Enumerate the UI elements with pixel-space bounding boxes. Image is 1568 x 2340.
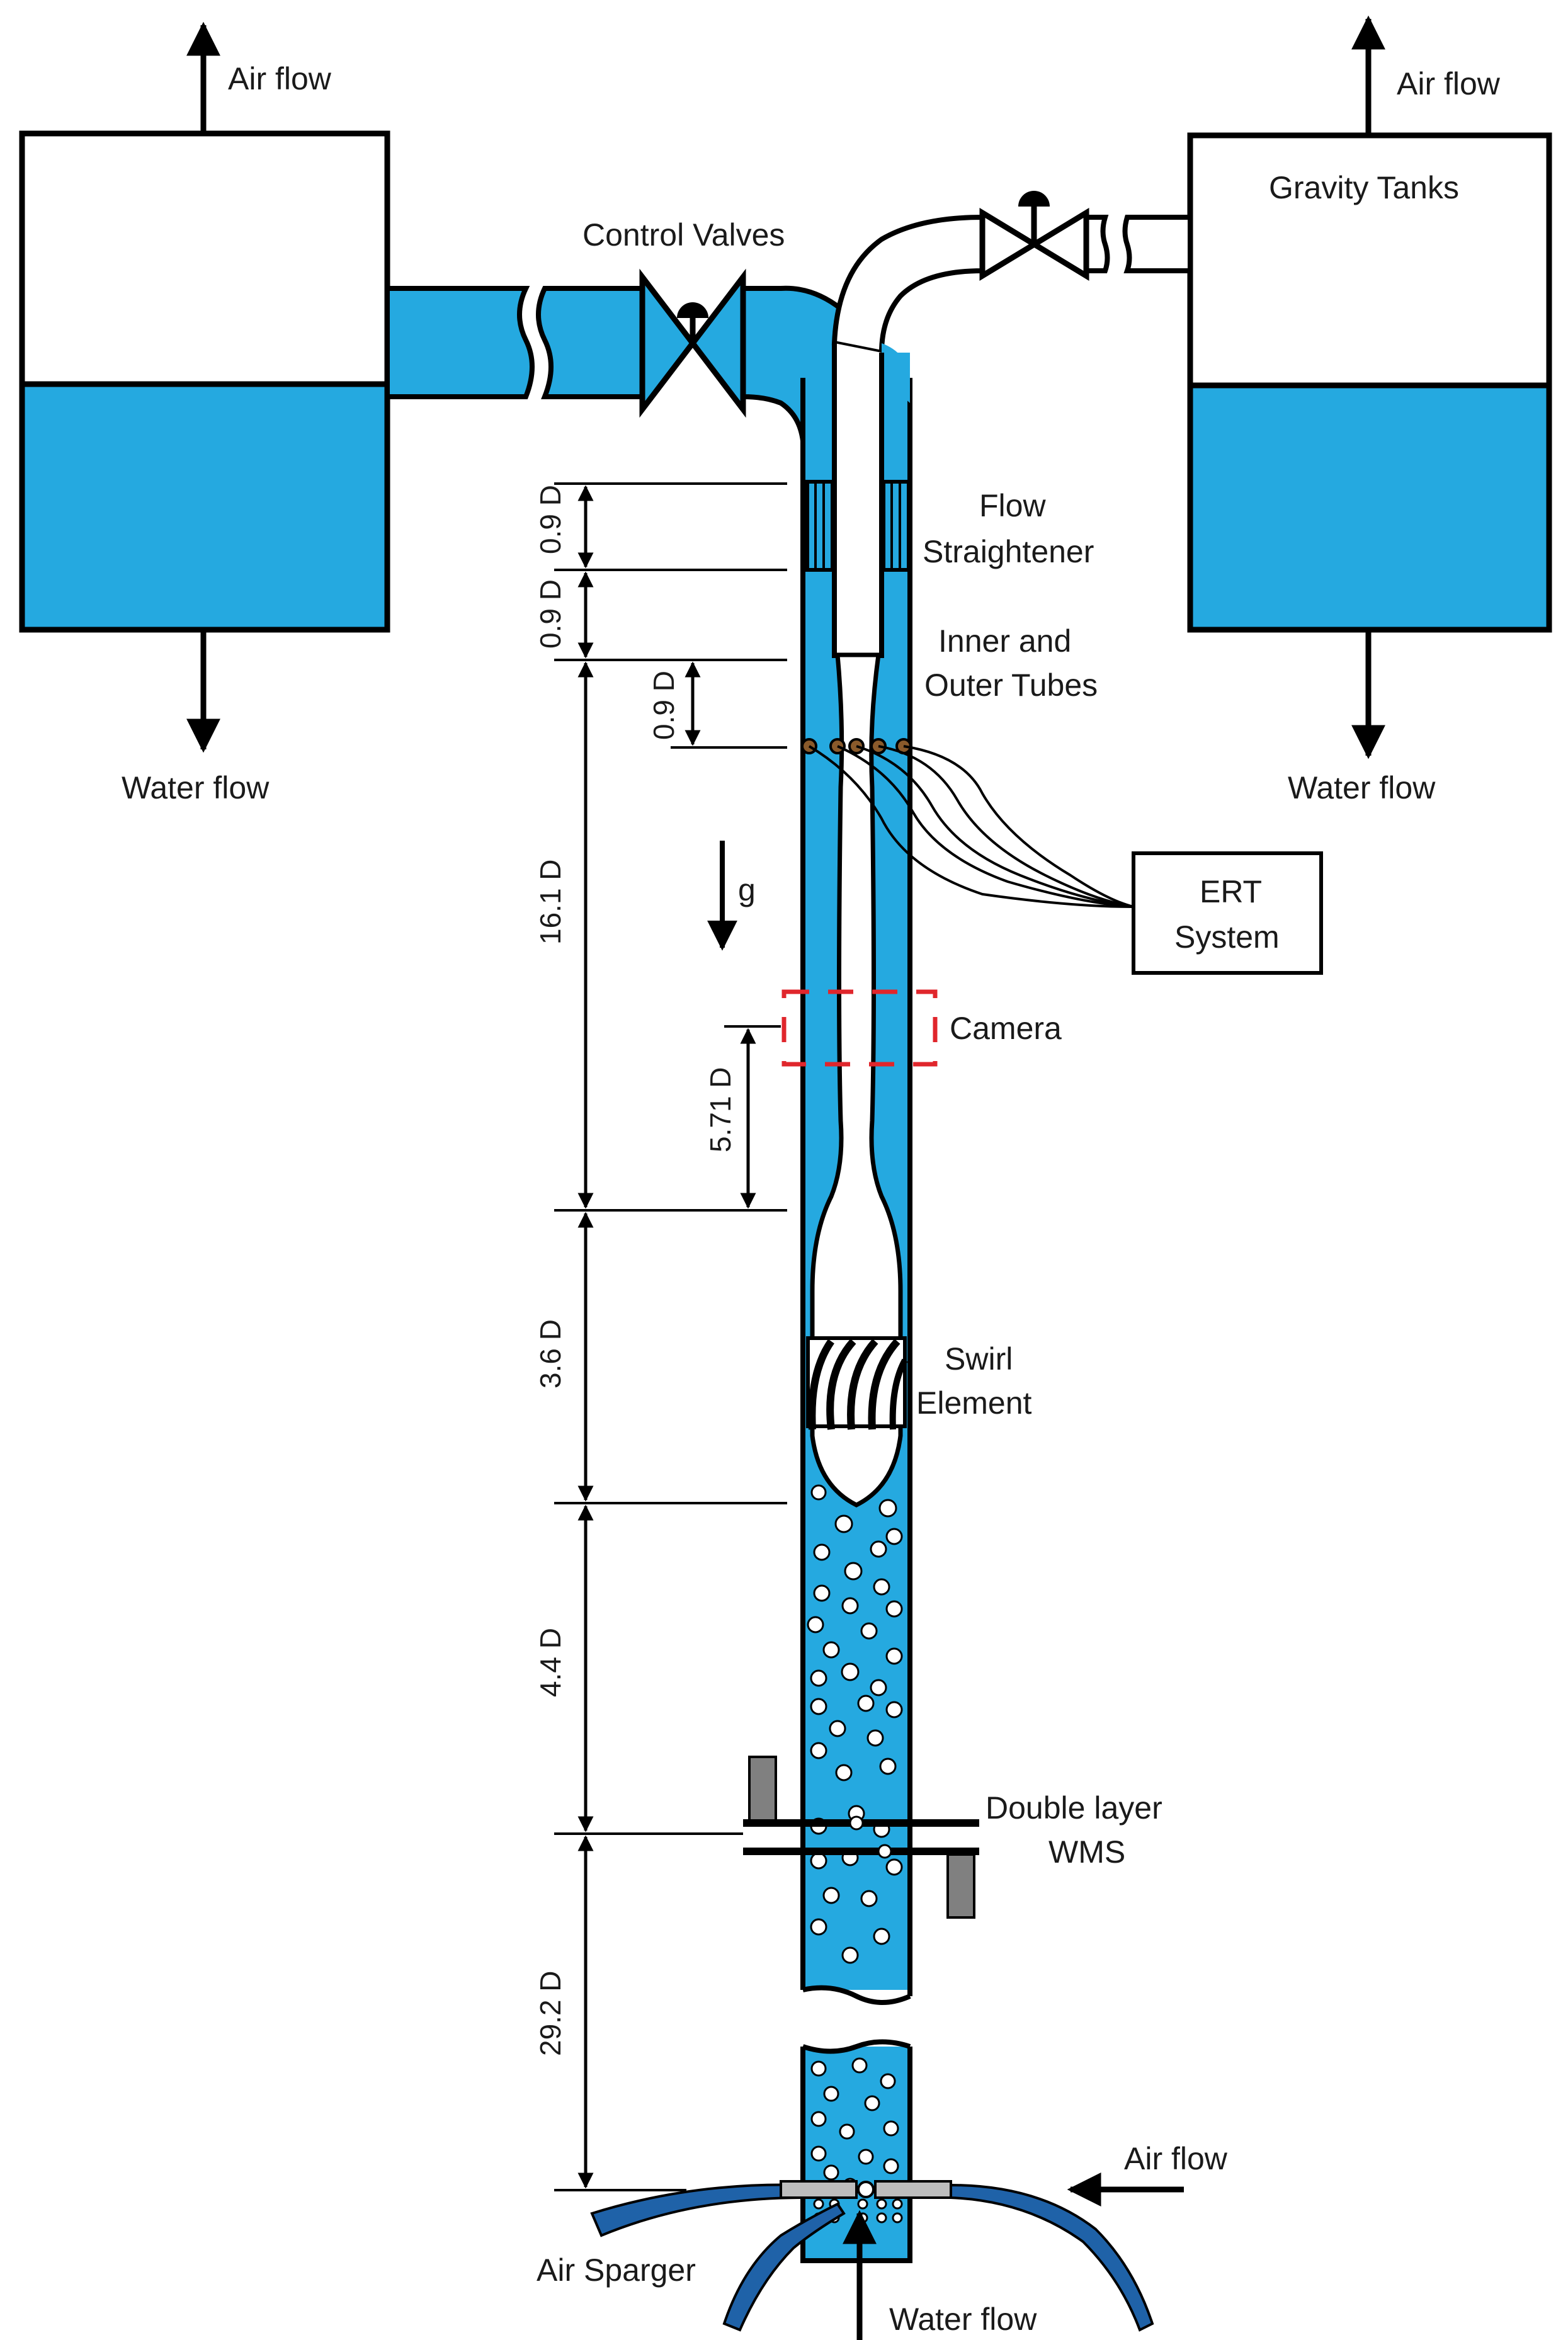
- inner-outer-tubes-label-2: Outer Tubes: [924, 667, 1098, 703]
- dimension-arrows: [577, 485, 756, 2189]
- air-sparger: [590, 2180, 1154, 2332]
- dim-label-4: 16.1 D: [534, 859, 567, 945]
- ert-cables: [808, 745, 1134, 908]
- bottom-air-flow-label: Air flow: [1124, 2141, 1228, 2176]
- dim-label-1: 0.9 D: [534, 485, 567, 554]
- control-valves-label: Control Valves: [582, 217, 785, 253]
- dim-label-7: 4.4 D: [534, 1628, 567, 1697]
- swirl-element: [806, 1336, 908, 1430]
- ert-system-label-1: ERT: [1200, 874, 1262, 909]
- dim-label-6: 3.6 D: [534, 1319, 567, 1389]
- right-air-flow-label: Air flow: [1397, 66, 1501, 101]
- wms-label-1: Double layer: [986, 1790, 1162, 1826]
- dim-label-5: 5.71 D: [704, 1067, 737, 1152]
- camera-box: [781, 989, 938, 1067]
- ert-system-box: [1132, 851, 1323, 975]
- left-tank: [19, 130, 390, 633]
- wire-mesh-sensor: [743, 1756, 979, 1919]
- ert-system-label-2: System: [1174, 919, 1280, 955]
- control-valve-left: [639, 268, 746, 418]
- control-valve-right: [979, 191, 1089, 281]
- swirl-element-label-1: Swirl: [945, 1341, 1013, 1377]
- left-air-flow-label: Air flow: [228, 61, 332, 96]
- wms-label-2: WMS: [1048, 1834, 1125, 1870]
- dimension-extension-lines: [554, 482, 787, 2191]
- inner-tube: [832, 343, 884, 658]
- air-sparger-label: Air Sparger: [537, 2252, 696, 2288]
- gravity-label: g: [738, 872, 756, 907]
- dim-label-3: 0.9 D: [647, 671, 680, 740]
- gravity-tanks-label: Gravity Tanks: [1269, 170, 1459, 205]
- flow-straightener-label-2: Straightener: [923, 534, 1094, 569]
- swirl-element-label-2: Element: [916, 1385, 1032, 1421]
- top-elbow-right: [882, 343, 910, 403]
- inner-outer-tubes-label-1: Inner and: [938, 623, 1071, 659]
- dim-label-2: 0.9 D: [534, 579, 567, 649]
- flow-straightener-label-1: Flow: [979, 488, 1046, 523]
- flow-straightener: [805, 480, 911, 572]
- camera-label: Camera: [950, 1011, 1062, 1046]
- right-tank: [1187, 132, 1552, 633]
- right-return-pipe: [831, 214, 1193, 356]
- dim-label-8: 29.2 D: [534, 1970, 567, 2056]
- gas-core: [810, 652, 903, 1508]
- bottom-water-flow-label: Water flow: [889, 2302, 1037, 2337]
- right-water-flow-label: Water flow: [1288, 770, 1436, 805]
- left-water-flow-label: Water flow: [122, 770, 270, 805]
